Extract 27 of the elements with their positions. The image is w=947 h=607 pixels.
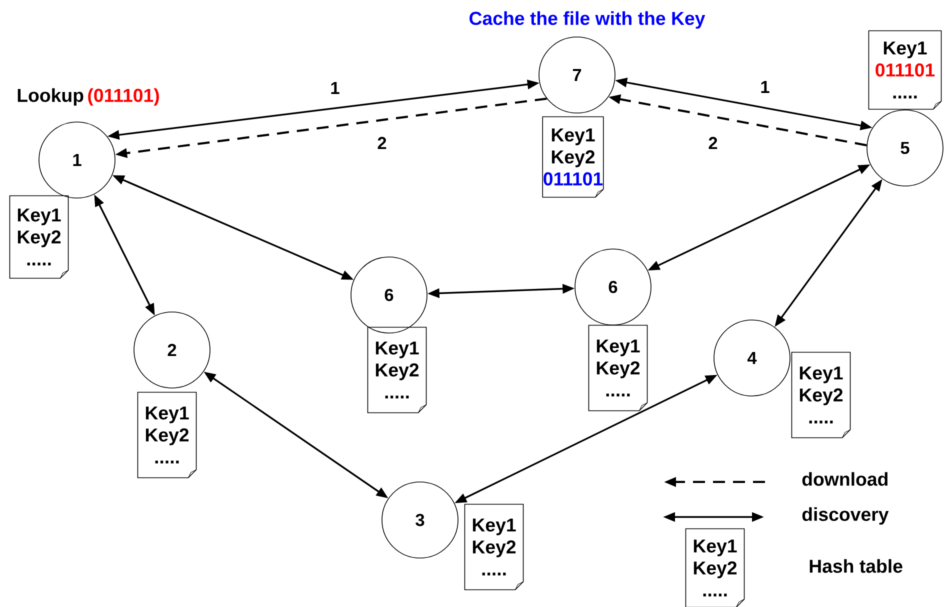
hash-table-document: Key1 Key2 ..... xyxy=(464,504,524,590)
peer-node: 7 xyxy=(538,36,616,114)
legend-text: download xyxy=(802,472,888,486)
edge-label: 2 xyxy=(706,134,720,152)
hash-table-document: Key1 Key2 011101 xyxy=(542,116,604,198)
hash-table-document: Key1 011101 ..... xyxy=(868,30,942,110)
peer-node: 5 xyxy=(866,110,944,186)
hash-table-document: Key1 Key2 ..... xyxy=(9,195,69,279)
peer-node: 6 xyxy=(574,248,652,326)
edge-label: 2 xyxy=(374,134,390,152)
hash-table-document: Key1 Key2 ..... xyxy=(791,352,851,438)
peer-node: 4 xyxy=(714,320,790,396)
peer-node: 1 xyxy=(38,122,116,198)
node-caption: (011101) xyxy=(88,88,159,106)
peer-node: 2 xyxy=(134,312,210,388)
hash-table-document: Key1 Key2 ..... xyxy=(367,326,427,414)
peer-node: 3 xyxy=(382,482,458,558)
legend-text: Hash table xyxy=(810,559,902,573)
node-caption: Lookup xyxy=(18,88,84,106)
node-caption: Cache the file with the Key xyxy=(470,11,706,29)
hash-table-document: Key1 Key2 ..... xyxy=(588,324,648,412)
hash-table-document: Key1 Key2 ..... xyxy=(137,392,197,478)
legend-sample: Key1 Key2 ..... xyxy=(685,528,745,607)
legend-text: discovery xyxy=(802,507,889,525)
peer-node: 6 xyxy=(350,256,428,334)
edge-label: 1 xyxy=(758,78,772,96)
edge-label: 1 xyxy=(328,79,342,97)
